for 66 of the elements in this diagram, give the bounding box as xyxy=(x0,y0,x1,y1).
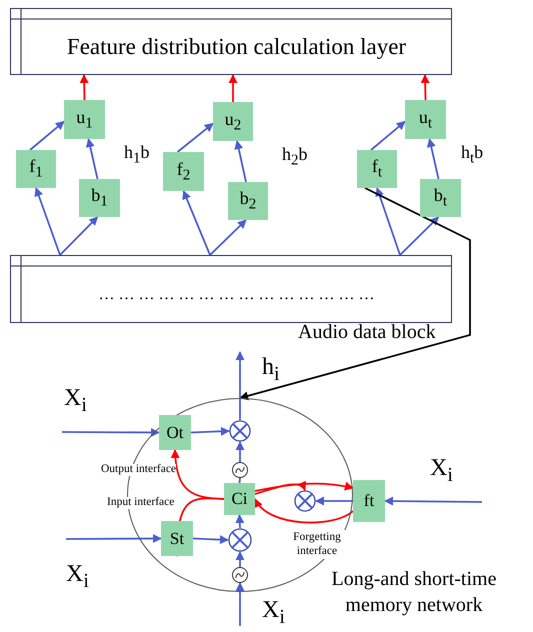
arrow xyxy=(254,480,306,495)
arrow xyxy=(182,190,211,256)
multiply-node xyxy=(228,528,252,552)
arrow xyxy=(59,216,98,256)
arrow xyxy=(34,187,61,256)
arrow xyxy=(254,498,354,524)
label-text: h$_{1}$b xyxy=(124,143,150,167)
gate-box: f$_{1}$ xyxy=(16,150,56,188)
arrow xyxy=(86,138,98,180)
arrow xyxy=(239,187,471,400)
arrow xyxy=(170,449,224,500)
multiply-node xyxy=(229,420,251,442)
label-text: Output interface xyxy=(101,464,176,476)
activation-node xyxy=(232,462,248,478)
arrow xyxy=(29,120,65,151)
arrow xyxy=(190,426,230,436)
caption-text: Long-and short-time memory network xyxy=(330,567,498,618)
arrow xyxy=(370,120,406,151)
arrow xyxy=(228,74,238,102)
gate-box: b$_{1}$ xyxy=(79,179,120,217)
connector-line xyxy=(238,478,241,484)
activation-node xyxy=(232,567,248,583)
gate-box: b$_{2}$ xyxy=(228,182,268,220)
gate-box: u$_{t}$ xyxy=(405,100,446,139)
arrow xyxy=(315,496,353,506)
arrow xyxy=(236,582,244,626)
gate-box: f$_{t}$ xyxy=(357,150,397,188)
gate-box: u$_{2}$ xyxy=(213,102,253,141)
arrow xyxy=(236,351,244,420)
layer-title: Feature distribution calculation layer xyxy=(66,34,406,60)
arrow xyxy=(399,216,440,256)
multiply-node xyxy=(294,490,316,512)
gate-box: Ci xyxy=(224,483,255,515)
arrow xyxy=(234,140,247,182)
arrow xyxy=(236,441,244,462)
gate-box: St xyxy=(161,521,193,556)
label-text: X$_{i}$ xyxy=(66,562,89,591)
label-text: Input interface xyxy=(107,497,174,508)
label-text: h$_{2}$b xyxy=(282,145,308,169)
arrow xyxy=(420,74,430,100)
label-text: X$_{i}$ xyxy=(64,386,87,415)
arrow xyxy=(176,122,214,153)
arrow xyxy=(66,534,162,544)
gate-box: b$_{t}$ xyxy=(420,179,461,217)
arrow xyxy=(236,551,244,567)
gate-box: f$_{2}$ xyxy=(163,152,204,191)
label-text: h$_{t}$b xyxy=(461,143,484,167)
arrow xyxy=(62,428,160,437)
ellipsis-text: … … … … … … … … … … … … … … xyxy=(98,286,374,304)
gate-box: u$_{1}$ xyxy=(64,100,105,139)
arrow xyxy=(209,219,247,256)
arrow xyxy=(235,514,244,528)
caption-text: Audio data block xyxy=(298,322,436,342)
arrow xyxy=(426,138,440,180)
arrow xyxy=(384,496,482,506)
label-text: X$_{i}$ xyxy=(430,456,453,485)
arrow xyxy=(80,74,89,100)
label-text: h$_{i}$ xyxy=(262,355,280,384)
label-text: X$_{i}$ xyxy=(262,598,285,627)
layer-box xyxy=(10,8,452,75)
layer-box xyxy=(10,255,452,323)
arrow xyxy=(254,482,354,492)
gate-box: Ot xyxy=(159,415,191,450)
arrow xyxy=(192,535,229,544)
arrow xyxy=(375,187,401,256)
gate-box: ft xyxy=(353,480,385,522)
